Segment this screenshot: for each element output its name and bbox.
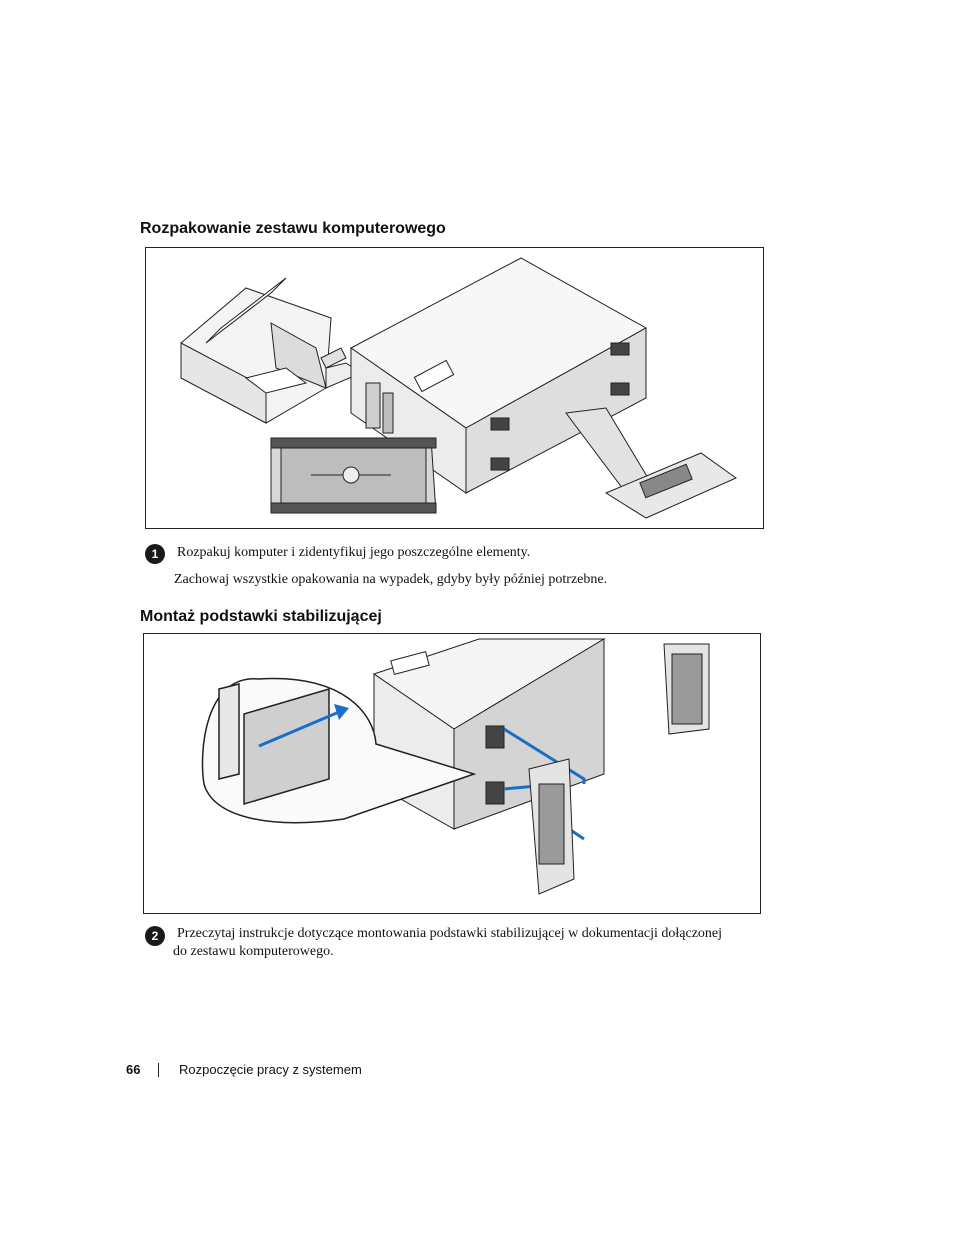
step-2-text-line2: do zestawu komputerowego.	[173, 944, 334, 959]
shipping-box	[180, 277, 363, 424]
arrow-head	[334, 704, 349, 720]
stabilizer-drawing	[201, 638, 710, 895]
step-2-text-line1: Przeczytaj instrukcje dotyczące montowan…	[177, 926, 723, 941]
footer-title: Rozpoczęcie pracy z systemem	[179, 1062, 362, 1077]
front-bezel	[270, 437, 437, 514]
stabilizer-feet-mounted	[528, 643, 710, 895]
stabilizer-illustration	[143, 633, 761, 914]
page-footer: 66 Rozpoczęcie pracy z systemem	[126, 1062, 362, 1077]
unpacking-illustration	[145, 247, 764, 529]
step-2: 2 Przeczytaj instrukcje dotyczące montow…	[145, 926, 722, 946]
page-number: 66	[126, 1062, 141, 1077]
step-1-badge: 1	[145, 544, 165, 564]
step-2-badge: 2	[145, 926, 165, 946]
stabilizer-feet	[565, 407, 738, 519]
server-chassis	[350, 257, 648, 494]
footer-separator	[158, 1062, 159, 1077]
section-heading-unpacking: Rozpakowanie zestawu komputerowego	[140, 220, 446, 237]
section-heading-stabilizer: Montaż podstawki stabilizującej	[140, 608, 382, 625]
step-1: 1 Rozpakuj komputer i zidentyfikuj jego …	[145, 544, 530, 564]
unpacking-drawing	[180, 257, 738, 519]
step-1-note: Zachowaj wszystkie opakowania na wypadek…	[174, 572, 608, 587]
step-1-text: Rozpakuj komputer i zidentyfikuj jego po…	[177, 545, 531, 560]
detail-magnifier	[201, 677, 477, 824]
